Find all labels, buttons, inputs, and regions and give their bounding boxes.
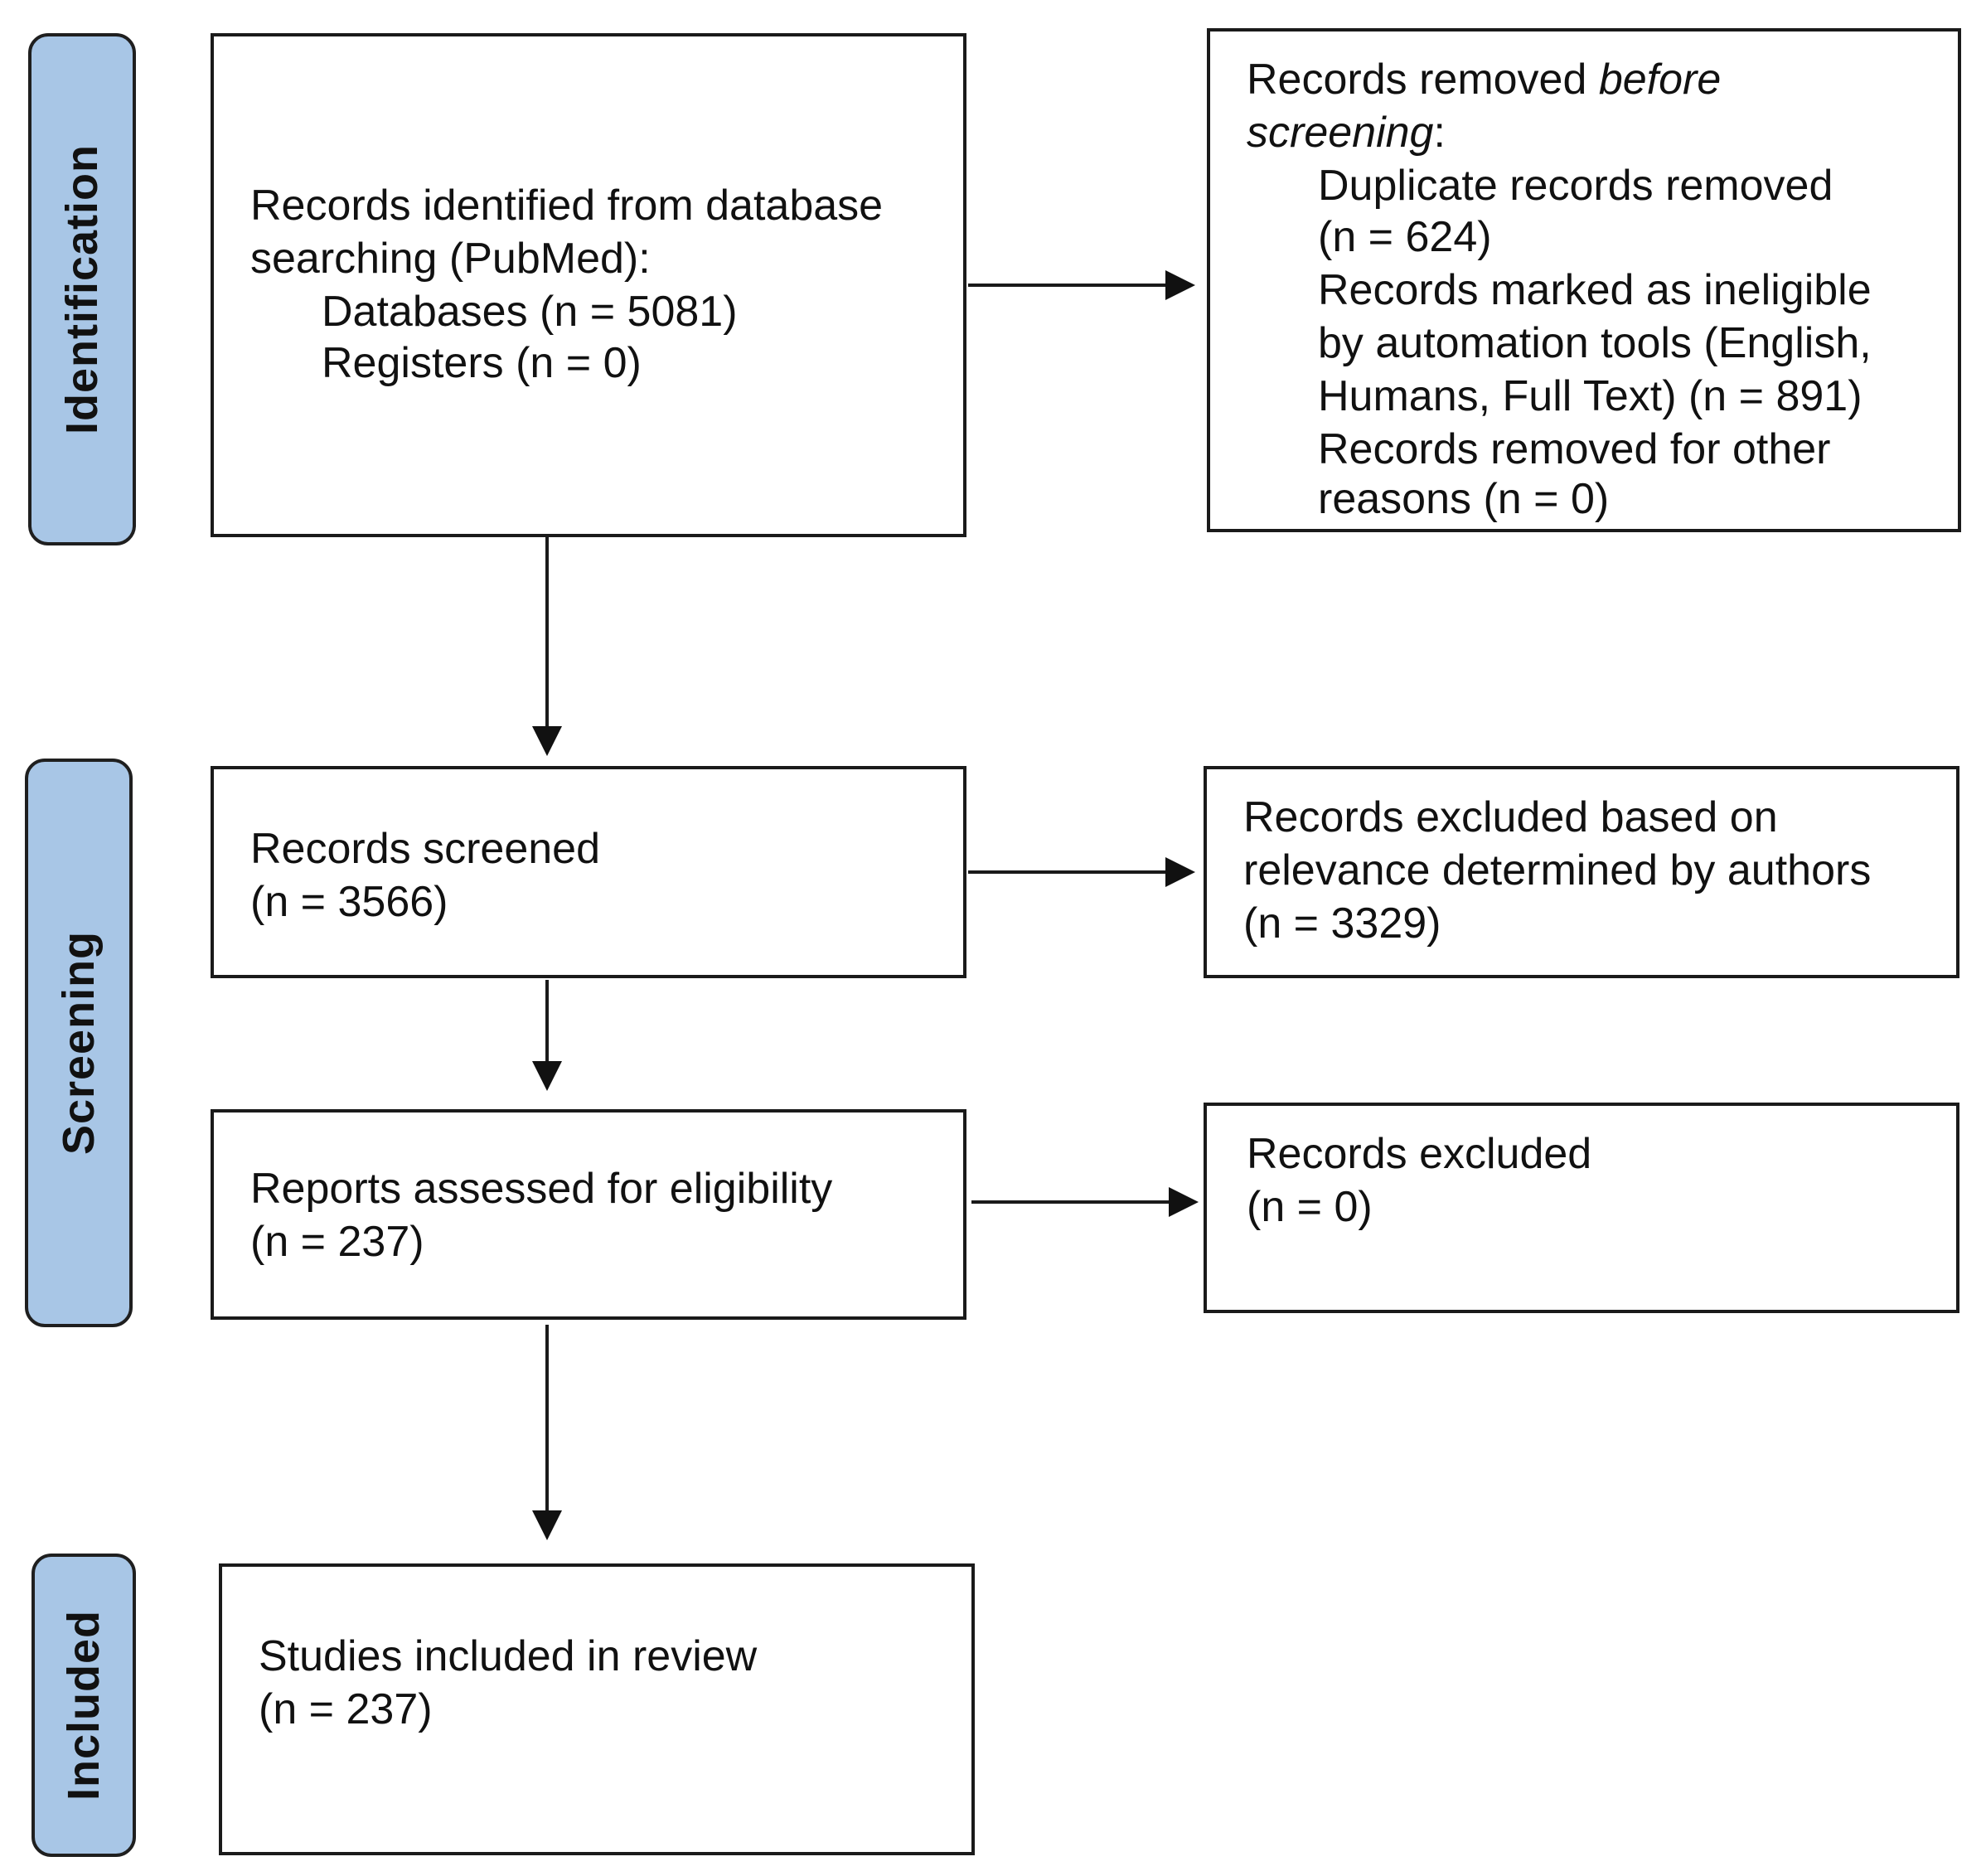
identified-registers: Registers (n = 0) (322, 339, 642, 387)
removed-heading-colon: : (1433, 109, 1446, 157)
included-count: (n = 237) (259, 1685, 433, 1733)
removed-other-line-1: Records removed for other (1318, 425, 1831, 473)
studies-included-box: Studies included in review (n = 237) (219, 1563, 975, 1855)
records-excluded-relevance-box: Records excluded based on relevance dete… (1204, 766, 1959, 978)
arrowhead-screened-to-assessed (532, 1061, 562, 1091)
arrowhead-identified-to-screened (532, 726, 562, 756)
excluded-count: (n = 0) (1247, 1183, 1373, 1231)
phase-screening: Screening (25, 759, 133, 1327)
removed-automation-line-3: Humans, Full Text) (n = 891) (1318, 372, 1862, 420)
removed-heading-screening: screening (1247, 109, 1434, 157)
records-screened-box: Records screened (n = 3566) (211, 766, 966, 978)
screened-line-1: Records screened (250, 825, 600, 873)
excluded-line-1: Records excluded (1247, 1130, 1592, 1178)
phase-included: Included (31, 1554, 136, 1857)
assessed-line-1: Reports assessed for eligibility (250, 1165, 833, 1213)
removed-heading-line-2: screening: (1247, 106, 1446, 159)
removed-automation-line-1: Records marked as ineligible (1318, 266, 1872, 314)
records-excluded-box: Records excluded (n = 0) (1204, 1103, 1959, 1313)
arrowhead-assessed-to-excluded (1169, 1187, 1199, 1217)
phase-identification: Identification (28, 33, 136, 545)
identified-databases: Databases (n = 5081) (322, 288, 738, 336)
removed-duplicates-count: (n = 624) (1318, 213, 1492, 261)
arrowhead-identified-to-removed (1165, 270, 1195, 300)
included-line-1: Studies included in review (259, 1632, 758, 1680)
removed-heading-before: before (1598, 56, 1722, 104)
removed-other-line-2: reasons (n = 0) (1318, 475, 1610, 523)
screened-count: (n = 3566) (250, 878, 448, 926)
identified-line-2: searching (PubMed): (250, 235, 651, 283)
arrowhead-assessed-to-included (532, 1510, 562, 1540)
identified-line-1: Records identified from database (250, 182, 884, 230)
removed-heading-text: Records removed (1247, 56, 1599, 104)
excluded-relevance-line-1: Records excluded based on (1243, 793, 1778, 841)
removed-duplicates: Duplicate records removed (1318, 162, 1833, 210)
excluded-relevance-line-2: relevance determined by authors (1243, 846, 1872, 894)
records-removed-box: Records removed before screening: Duplic… (1207, 28, 1961, 532)
removed-heading-line-1: Records removed before (1247, 53, 1721, 106)
removed-automation-line-2: by automation tools (English, (1318, 319, 1872, 367)
records-identified-box: Records identified from database searchi… (211, 33, 966, 537)
excluded-relevance-count: (n = 3329) (1243, 899, 1441, 948)
arrowhead-screened-to-excluded-relevance (1165, 857, 1195, 887)
reports-assessed-box: Reports assessed for eligibility (n = 23… (211, 1109, 966, 1320)
assessed-count: (n = 237) (250, 1218, 424, 1266)
